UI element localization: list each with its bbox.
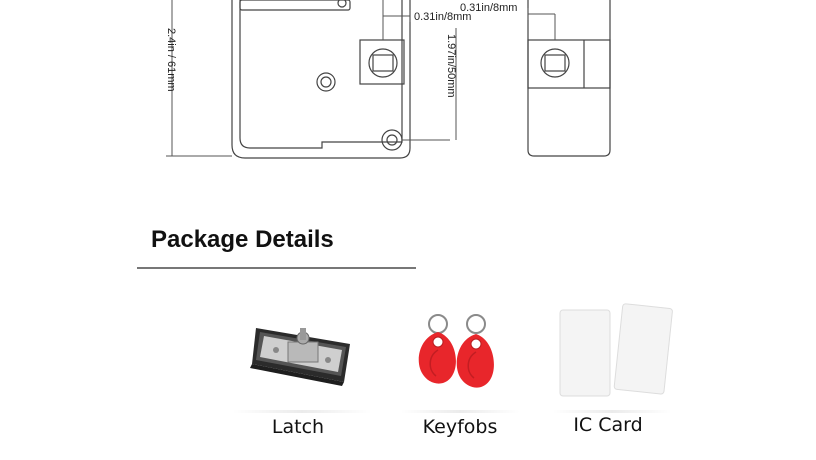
hole-offset-dimension	[382, 0, 411, 40]
inner-height-dimension	[402, 28, 457, 141]
keyfobs-label: Keyfobs	[422, 416, 498, 438]
ic-card-label: IC Card	[573, 414, 643, 436]
latch-shadow	[232, 410, 372, 413]
title-underline	[137, 267, 416, 269]
dimension-diagram: 2.4in / 61mm 0.31in/8mm 1.97in/50mm	[165, 0, 611, 159]
front-view	[231, 0, 411, 159]
keyfob-icon	[418, 314, 494, 388]
package-title: Package Details	[151, 226, 334, 253]
side-hole-offset-label: 0.31in/8mm	[460, 2, 517, 14]
side-view	[527, 0, 611, 157]
height-dimension-label: 2.4in / 61mm	[165, 28, 177, 92]
latch-label: Latch	[271, 416, 325, 438]
ic-card-icon	[559, 303, 673, 397]
side-hole-offset-dimension	[527, 8, 556, 40]
height-dimension	[166, 0, 232, 157]
hole-offset-label: 0.31in/8mm	[414, 11, 471, 23]
latch-icon	[250, 328, 350, 386]
keyfob-shadow	[400, 410, 520, 413]
inner-height-label: 1.97in/50mm	[445, 34, 457, 98]
card-shadow	[552, 410, 672, 413]
